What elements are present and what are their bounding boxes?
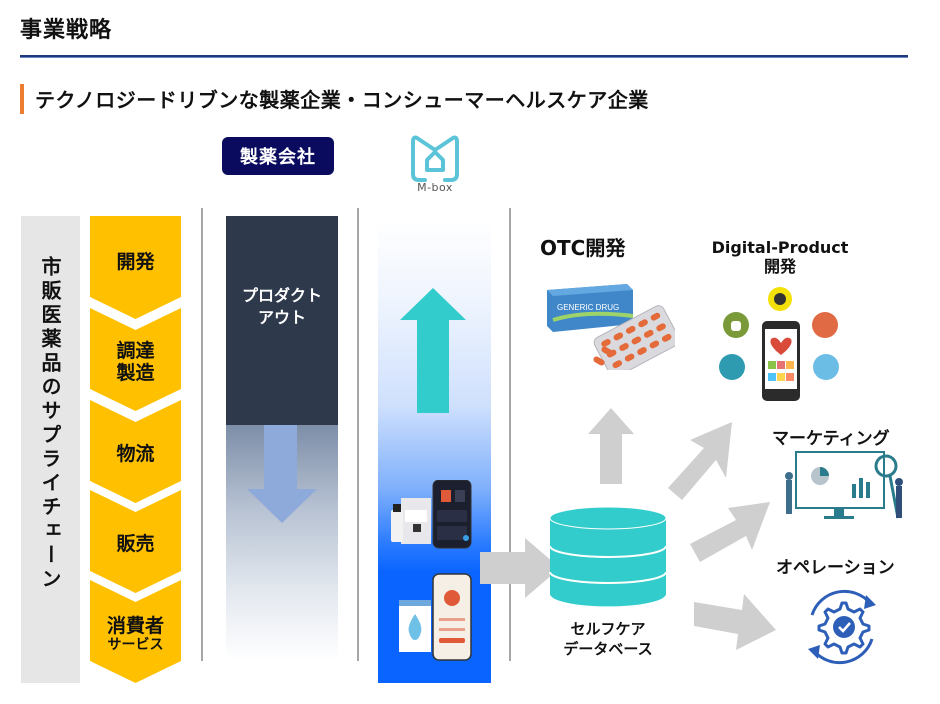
health-app-graphic [719, 287, 839, 401]
chevron-shape [90, 580, 181, 683]
app-screens-graphic [399, 573, 472, 661]
page-title: 事業戦略 [20, 18, 113, 43]
app-screens-image [395, 572, 475, 662]
database-icon [549, 506, 667, 607]
otc-development-label: OTC開発 [540, 236, 626, 260]
supply-chain-step: 販売 [90, 490, 181, 593]
flow-arrow-right-icon [480, 538, 560, 598]
product-out-label: プロダクト アウト [241, 286, 322, 327]
flow-arrow-upright-icon [668, 422, 732, 500]
supply-chain-step-label: 調達 製造 [116, 339, 155, 384]
column-divider [509, 208, 511, 661]
supply-chain-step-label: 消費者サービス [106, 614, 164, 654]
chevron-shape [90, 216, 181, 319]
product-box-image [391, 479, 472, 549]
marketing-analytics-illustration [780, 450, 910, 525]
supply-chain-step-sublabel: サービス [107, 637, 164, 654]
mbox-logo-text: M-box [417, 181, 453, 194]
gear-cycle-icon [808, 589, 876, 665]
subtitle-accent-bar [20, 84, 24, 114]
generic-drug-illustration: GENERIC DRUG [545, 280, 680, 378]
supply-chain-step: 開発 [90, 216, 181, 319]
column-divider [357, 208, 359, 661]
mbox-logo-icon [411, 135, 459, 182]
supply-chain-step: 消費者サービス [90, 580, 181, 683]
column-divider [201, 208, 203, 661]
supply-chain-label: 市販医薬品のサプライチェーン [38, 256, 62, 592]
flow-arrow-right-down-icon [694, 594, 776, 650]
chevron-shape [90, 400, 181, 503]
generic-drug-text: GENERIC DRUG [557, 303, 619, 312]
down-arrow-icon [247, 425, 317, 523]
subtitle: テクノロジードリブンな製薬企業・コンシューマーヘルスケア企業 [35, 88, 649, 112]
marketing-label: マーケティング [772, 429, 890, 449]
operation-label: オペレーション [776, 558, 895, 578]
supply-chain-column [21, 216, 80, 683]
flow-arrow-up-icon [588, 408, 634, 484]
supply-chain-step: 物流 [90, 400, 181, 503]
pharma-company-badge: 製薬会社 [222, 137, 334, 175]
chevron-shape [90, 490, 181, 593]
supply-chain-step-label: 物流 [116, 442, 155, 465]
product-out-block [226, 216, 338, 426]
product-and-app-image [389, 479, 483, 552]
title-rule [20, 55, 908, 58]
supply-chain-step-label: 開発 [116, 250, 155, 273]
database-label-line1: セルフケア [570, 620, 646, 638]
chevron-shape [90, 308, 181, 411]
digital-product-label: Digital-Product 開発 [711, 238, 849, 277]
up-arrow-icon [400, 288, 466, 413]
supply-chain-step-label: 販売 [116, 532, 155, 555]
generic-drug-graphic: GENERIC DRUG [547, 284, 680, 378]
flow-arrow-right-up-icon [690, 502, 770, 562]
health-app-illustration [718, 285, 843, 405]
supply-chain-step: 調達 製造 [90, 308, 181, 411]
database-label-line2: データベース [563, 639, 653, 658]
marketing-analytics-graphic [785, 451, 903, 519]
